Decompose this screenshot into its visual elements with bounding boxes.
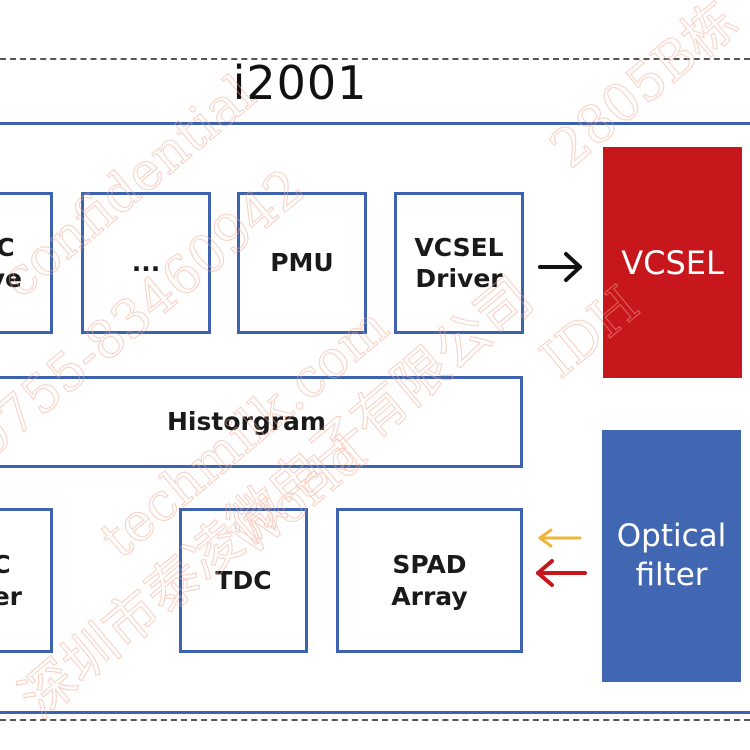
block-partial-bottom-left: C ter (0, 508, 53, 653)
block-ellipsis: ... (81, 192, 211, 334)
block-tdc: TDC (179, 508, 308, 653)
block-vcsel-driver: VCSEL Driver (394, 192, 524, 334)
chip-outline (0, 122, 750, 714)
vcsel-emitter: VCSEL (603, 147, 742, 378)
bottom-dashed-boundary (0, 719, 750, 721)
block-pmu: PMU (237, 192, 367, 334)
reflected-light-arrow (536, 559, 587, 587)
driver-to-vcsel-arrow (538, 252, 582, 282)
chip-title: i2001 (232, 56, 368, 110)
block-partial-top-left: C ve (0, 192, 53, 334)
optical-filter: Optical filter (602, 430, 741, 682)
block-spad-array: SPAD Array (336, 508, 523, 653)
ambient-light-arrow (538, 528, 582, 548)
block-histogram: Historgram (0, 376, 523, 468)
top-dashed-boundary (0, 58, 750, 60)
